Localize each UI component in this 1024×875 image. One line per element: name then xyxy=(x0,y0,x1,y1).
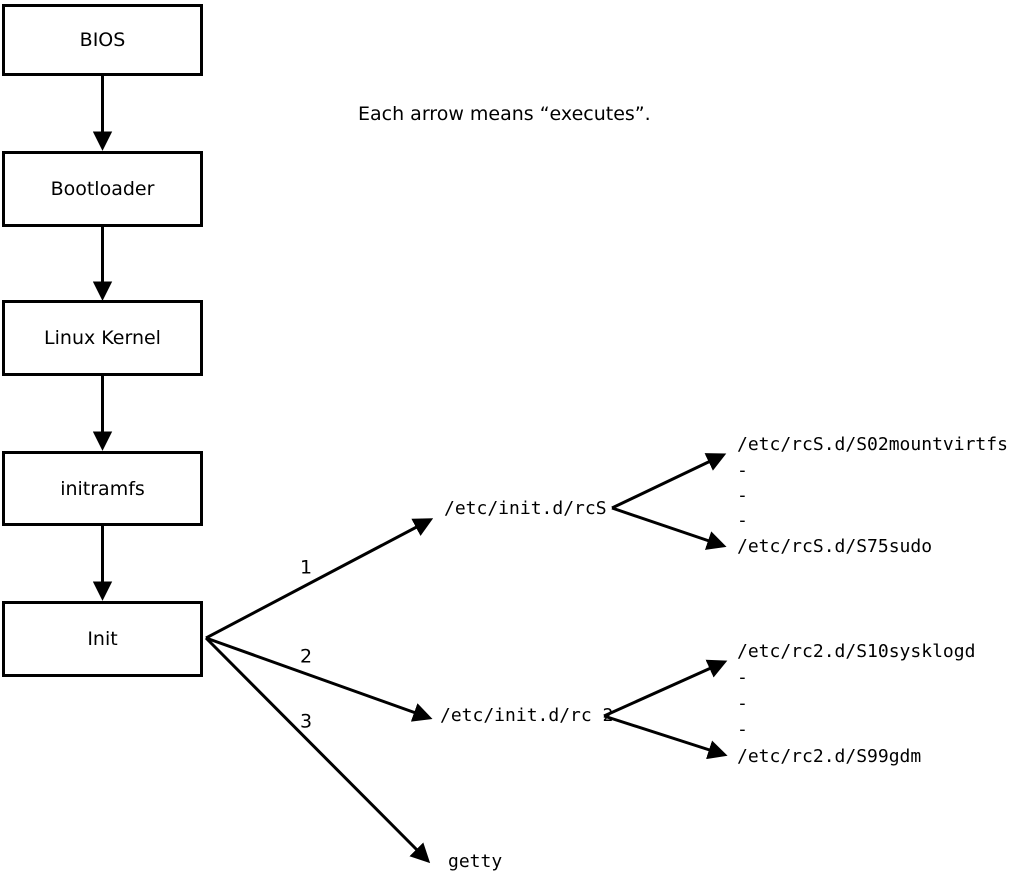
node-linux-kernel: Linux Kernel xyxy=(2,300,203,376)
node-bootloader-label: Bootloader xyxy=(50,178,155,200)
node-rc2-child-s99gdm: /etc/rc2.d/S99gdm xyxy=(737,746,922,767)
node-etc-init-d-rcS: /etc/init.d/rcS xyxy=(444,498,607,519)
arrow-rc2-to-s10sysklogd xyxy=(603,659,728,718)
arrow-order-label-1: 1 xyxy=(299,556,313,579)
node-getty: getty xyxy=(448,851,503,872)
arrow-rc2-to-s99gdm xyxy=(603,714,728,760)
arrow-init-to-rcS xyxy=(205,518,434,640)
node-rc2-child-ellipsis-1: - xyxy=(737,667,748,688)
node-initramfs-label: initramfs xyxy=(60,477,145,500)
node-bios: BIOS xyxy=(2,4,203,76)
node-initramfs: initramfs xyxy=(2,451,203,526)
node-rc2-child-ellipsis-2: - xyxy=(737,693,748,714)
node-init-label: Init xyxy=(87,628,118,650)
arrow-rcS-to-s02mountvirtfs xyxy=(611,453,727,510)
node-rcS-child-s75sudo: /etc/rcS.d/S75sudo xyxy=(737,536,933,557)
arrow-init-to-rc2 xyxy=(205,636,433,722)
node-rcS-child-ellipsis-2: - xyxy=(737,485,748,506)
node-init: Init xyxy=(2,601,203,677)
arrow-rcS-to-s75sudo xyxy=(611,506,727,550)
node-rc2-child-s10sysklogd: /etc/rc2.d/S10sysklogd xyxy=(737,641,976,662)
node-rc2-child-ellipsis-3: - xyxy=(737,719,748,740)
node-rcS-child-ellipsis-1: - xyxy=(737,460,748,481)
node-rcS-child-ellipsis-3: - xyxy=(737,510,748,531)
node-bootloader: Bootloader xyxy=(2,151,203,227)
note-text: Each arrow means “executes”. xyxy=(358,103,651,125)
arrow-init-to-getty xyxy=(204,636,431,864)
node-rcS-child-s02mountvirtfs: /etc/rcS.d/S02mountvirtfs xyxy=(737,434,1008,455)
node-bios-label: BIOS xyxy=(79,29,126,51)
node-linux-kernel-label: Linux Kernel xyxy=(44,327,161,349)
node-etc-init-d-rc2: /etc/init.d/rc 2 xyxy=(440,705,614,726)
arrow-order-label-2: 2 xyxy=(299,645,313,668)
arrow-order-label-3: 3 xyxy=(299,710,313,733)
